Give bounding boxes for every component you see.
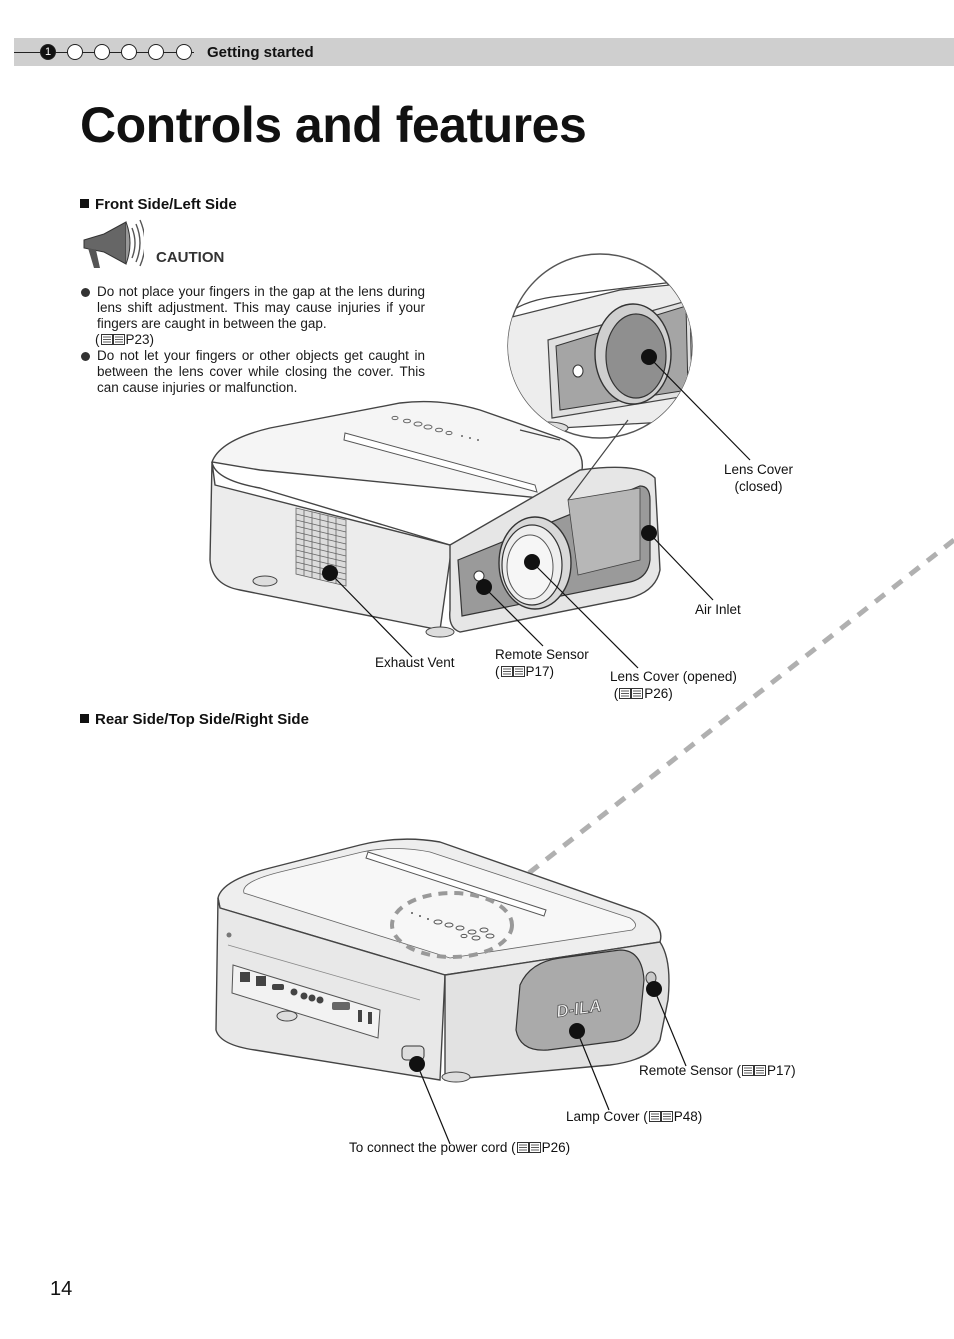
label-remote-sensor-front: Remote Sensor (P17) bbox=[495, 647, 589, 679]
callout-dot bbox=[641, 349, 657, 365]
page-reference: (P23) bbox=[95, 332, 155, 347]
caution-item: Do not let your fingers or other objects… bbox=[80, 348, 425, 396]
callout-dot bbox=[646, 981, 662, 997]
chapter-indicator bbox=[94, 44, 110, 60]
square-bullet-icon bbox=[80, 199, 89, 208]
dashed-connector bbox=[518, 538, 954, 882]
chapter-indicator-active: 1 bbox=[40, 44, 56, 60]
chapter-indicator bbox=[121, 44, 137, 60]
header-section-title: Getting started bbox=[207, 44, 314, 61]
label-lamp-cover: Lamp Cover (P48) bbox=[566, 1109, 703, 1124]
manual-book-icon bbox=[742, 1065, 767, 1076]
page-number: 14 bbox=[50, 1278, 73, 1300]
chapter-number: 1 bbox=[44, 46, 52, 58]
section-heading-front: Front Side/Left Side bbox=[80, 196, 237, 213]
front-callouts bbox=[322, 349, 751, 669]
caution-item: Do not place your fingers in the gap at … bbox=[80, 284, 425, 348]
label-remote-sensor-rear: Remote Sensor (P17) bbox=[639, 1063, 796, 1078]
bullet-icon bbox=[81, 288, 90, 297]
label-air-inlet: Air Inlet bbox=[695, 602, 741, 617]
callout-dot bbox=[476, 579, 492, 595]
caution-label: CAUTION bbox=[156, 249, 225, 266]
projector-rear-illustration bbox=[215, 838, 670, 1083]
section-heading-rear: Rear Side/Top Side/Right Side bbox=[80, 711, 309, 728]
manual-book-icon bbox=[516, 1142, 541, 1153]
callout-dot bbox=[409, 1056, 425, 1072]
label-power-cord: To connect the power cord (P26) bbox=[349, 1140, 571, 1155]
callout-dot bbox=[524, 554, 540, 570]
projector-front-illustration bbox=[209, 400, 661, 638]
label-lens-cover-opened: Lens Cover (opened) (P26) bbox=[610, 669, 737, 701]
callout-dot bbox=[322, 565, 338, 581]
manual-book-icon bbox=[648, 1111, 673, 1122]
manual-book-icon bbox=[100, 334, 125, 345]
callout-dot bbox=[641, 525, 657, 541]
rear-callouts bbox=[409, 981, 687, 1145]
chapter-indicator bbox=[148, 44, 164, 60]
manual-book-icon bbox=[500, 666, 525, 677]
label-lens-cover-closed: Lens Cover (closed) bbox=[724, 462, 794, 494]
megaphone-caution-icon bbox=[83, 219, 144, 268]
callout-dot bbox=[569, 1023, 585, 1039]
square-bullet-icon bbox=[80, 714, 89, 723]
bullet-icon bbox=[81, 352, 90, 361]
chapter-indicator bbox=[67, 44, 83, 60]
label-exhaust-vent: Exhaust Vent bbox=[375, 655, 455, 670]
manual-book-icon bbox=[619, 688, 644, 699]
lens-zoom-inset bbox=[507, 253, 693, 501]
chapter-indicator bbox=[176, 44, 192, 60]
caution-list: Do not place your fingers in the gap at … bbox=[80, 284, 425, 396]
page-title: Controls and features bbox=[80, 97, 587, 153]
